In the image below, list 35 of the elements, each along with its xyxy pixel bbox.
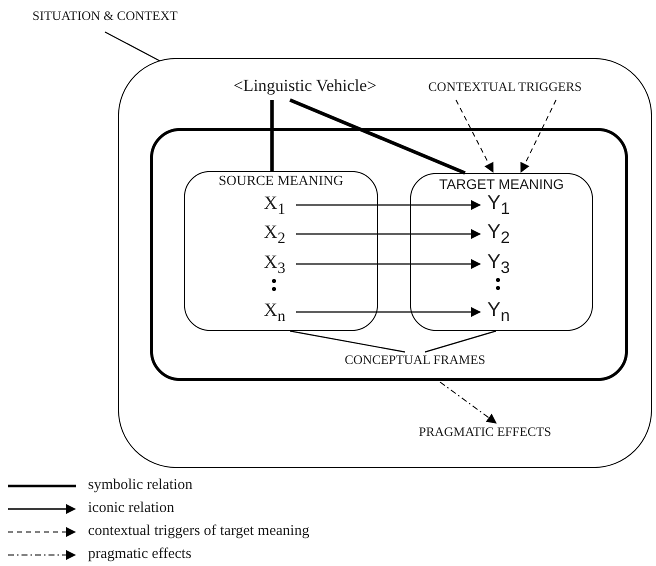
- arrow: [296, 307, 481, 317]
- variable-text: Y$_{1}$: [486, 192, 511, 219]
- legend-text: symbolic relation: [88, 477, 193, 494]
- meaning-box: [184, 171, 378, 331]
- variable-text: X$_{3}$: [262, 252, 286, 278]
- label-text: PRAGMATIC EFFECTS: [418, 424, 552, 440]
- arrow: [440, 382, 497, 424]
- symbolic-line: [289, 98, 466, 175]
- label-text: CONCEPTUAL FRAMES: [344, 352, 486, 368]
- variable-text: Y$_{2}$: [486, 220, 511, 248]
- label-text: SITUATION & CONTEXT: [31, 8, 179, 24]
- arrow: [520, 100, 556, 173]
- variable-text: X$_{n}$: [262, 300, 286, 326]
- meaning-box: [410, 173, 593, 331]
- arrow: [296, 259, 481, 269]
- legend-text: pragmatic effects: [88, 546, 192, 563]
- frame-group-box: [150, 128, 628, 381]
- leader-line: [290, 330, 406, 353]
- symbolic-line: [270, 100, 274, 171]
- arrow: [456, 100, 494, 173]
- variable-text: X$_{1}$: [262, 192, 286, 218]
- variable-text: Y$_{n}$: [486, 298, 511, 326]
- legend-text: iconic relation: [88, 500, 174, 517]
- arrow: [296, 229, 481, 239]
- leader-line: [424, 330, 496, 353]
- leader-line: [104, 31, 160, 62]
- context-box: [118, 58, 652, 468]
- variable-text: X$_{2}$: [262, 222, 286, 248]
- box-heading: SOURCE MEANING: [218, 174, 344, 190]
- box-heading: TARGET MEANING: [438, 176, 565, 192]
- legend-text: contextual triggers of target meaning: [88, 523, 310, 540]
- vehicle-text: <Linguistic Vehicle>: [232, 76, 378, 96]
- arrow: [296, 200, 481, 210]
- label-text: CONTEXTUAL TRIGGERS: [427, 79, 583, 95]
- variable-text: Y$_{3}$: [486, 250, 511, 278]
